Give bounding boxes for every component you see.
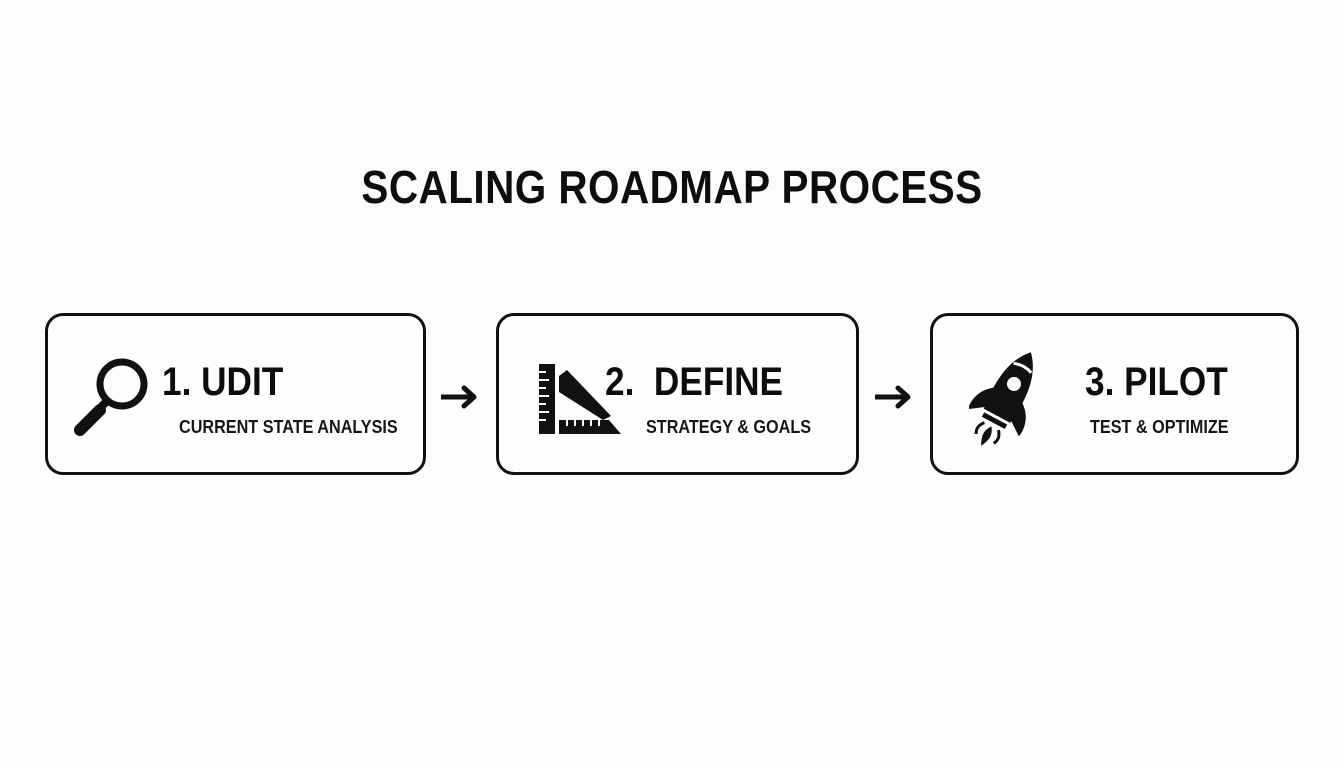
- magnifying-glass-icon: [72, 352, 156, 442]
- step-define-box: 2. DEFINE STRATEGY & GOALS: [496, 313, 859, 475]
- step-heading: 2. DEFINE: [605, 360, 783, 404]
- step-heading: 1. UDIT: [162, 360, 284, 404]
- step-pilot-box: 3. PILOT TEST & OPTIMIZE: [930, 313, 1299, 475]
- step-subtitle: STRATEGY & GOALS: [646, 417, 812, 437]
- ruler-triangle-icon: [537, 362, 625, 436]
- arrow-right-icon: [439, 382, 481, 412]
- step-heading: 3. PILOT: [1085, 360, 1228, 404]
- step-subtitle: CURRENT STATE ANALYSIS: [179, 417, 398, 437]
- diagram-title: SCALING ROADMAP PROCESS: [361, 161, 983, 213]
- step-audit-box: 1. UDIT CURRENT STATE ANALYSIS: [45, 313, 426, 475]
- step-subtitle: TEST & OPTIMIZE: [1090, 417, 1229, 437]
- arrow-right-icon: [873, 382, 915, 412]
- rocket-icon: [967, 344, 1043, 454]
